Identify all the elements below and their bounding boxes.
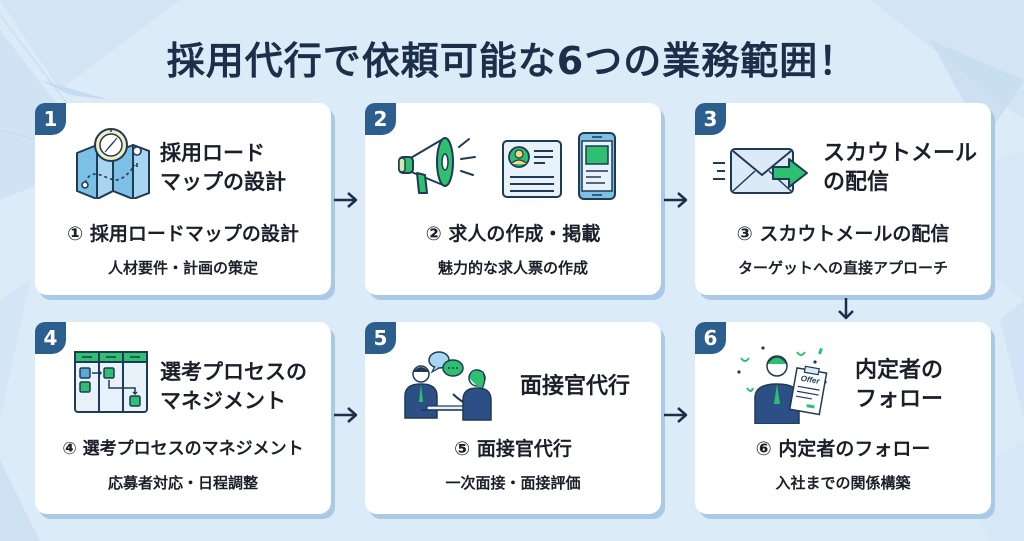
arrow-right-icon <box>664 192 688 208</box>
card-heading: 面接官代行 <box>520 374 631 399</box>
card-heading: スカウトメール の配信 <box>823 141 978 195</box>
card-subtitle: 応募者対応・日程調整 <box>107 474 258 492</box>
page-title: 採用代行で依頼可能な6つの業務範囲！ <box>166 39 858 83</box>
job-profile-card-icon <box>501 139 563 205</box>
card-job-posting: 2 <box>365 103 661 295</box>
step-number-badge: 6 <box>695 322 726 354</box>
card-subtitle: 人材要件・計画の策定 <box>107 259 258 277</box>
kanban-board-icon <box>73 350 149 418</box>
offer-letter-icon: Offer <box>737 342 837 428</box>
card-heading: 選考プロセスの マネジメント <box>160 360 307 413</box>
card-roadmap-design: 1 採用ロード マップの設計 ① 採用ロードマップの設計 人材要件・計画の策定 <box>35 103 331 295</box>
arrow-right-icon <box>334 192 358 208</box>
card-subtitle: 入社までの関係構築 <box>775 474 911 492</box>
card-title: ⑥ 内定者のフォロー <box>755 438 931 460</box>
megaphone-icon <box>395 131 485 205</box>
card-heading: 採用ロード マップの設計 <box>160 141 286 194</box>
arrow-down-icon <box>838 298 854 320</box>
card-title: ④ 選考プロセスのマネジメント <box>62 439 304 459</box>
step-number-badge: 2 <box>365 103 396 135</box>
card-subtitle: 一次面接・面接評価 <box>445 474 581 492</box>
card-heading: 内定者の フォロー <box>855 358 944 412</box>
step-number-badge: 4 <box>35 322 66 354</box>
step-number-badge: 5 <box>365 322 396 354</box>
card-title: ③ スカウトメールの配信 <box>736 223 950 245</box>
step-number-badge: 3 <box>695 103 726 135</box>
card-subtitle: 魅力的な求人票の作成 <box>437 259 588 277</box>
step-number-badge: 1 <box>35 103 66 135</box>
card-selection-management: 4 選考プロセスの マネジメント ④ 選考プロセスのマネジメント 応募者対応・日… <box>35 322 331 514</box>
interview-people-icon <box>401 348 501 426</box>
card-subtitle: ターゲットへの直接アプローチ <box>737 259 948 277</box>
smartphone-icon <box>577 131 617 205</box>
card-offer-follow: 6 Offer 内定者の フォロー ⑥ 内定 <box>695 322 991 514</box>
card-scout-mail: 3 スカウトメール の配信 ③ スカウトメールの配信 ターゲットへの直接アプロー… <box>695 103 991 295</box>
arrow-right-icon <box>664 407 688 423</box>
card-title: ⑤ 面接官代行 <box>454 438 572 460</box>
email-send-icon <box>711 143 811 201</box>
card-title: ① 採用ロードマップの設計 <box>67 223 299 245</box>
card-interviewer-agency: 5 面接官代行 ⑤ 面接官代行 一次面接・面接評価 <box>365 322 661 514</box>
offer-text: Offer <box>800 374 821 386</box>
arrow-right-icon <box>334 407 358 423</box>
roadmap-compass-icon <box>73 127 151 203</box>
card-title: ② 求人の作成・掲載 <box>425 223 601 245</box>
